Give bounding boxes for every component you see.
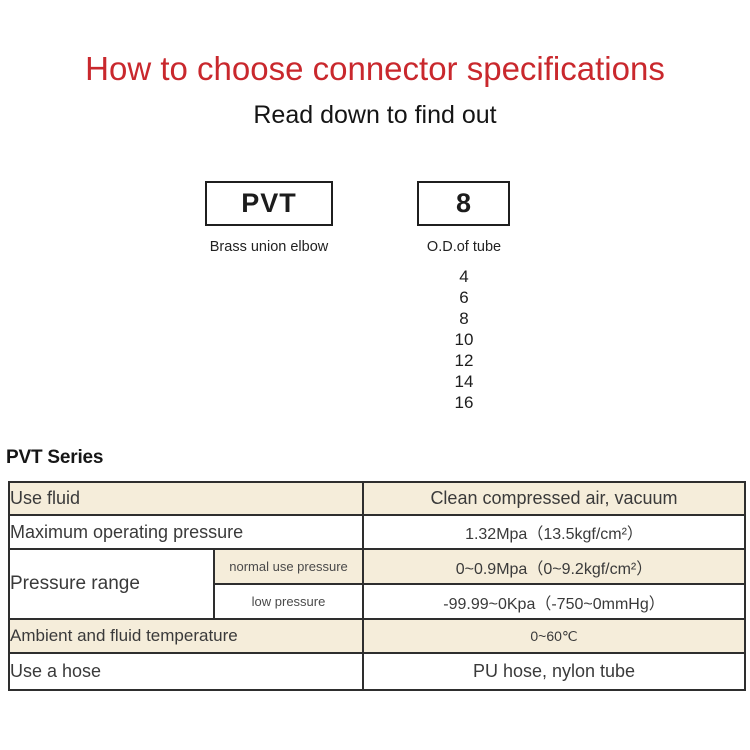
tube-size-option: 4 bbox=[459, 267, 469, 286]
table-row: low pressure -99.99~0Kpa（-750~0mmHg） bbox=[9, 583, 746, 620]
tube-size-option: 16 bbox=[454, 393, 474, 412]
spec-label-max-pressure: Maximum operating pressure bbox=[8, 514, 364, 550]
spec-value-temperature: 0~60℃ bbox=[362, 618, 746, 654]
tube-size-code-box: 8 bbox=[417, 181, 510, 226]
table-row: Maximum operating pressure 1.32Mpa（13.5k… bbox=[8, 514, 746, 550]
spec-label-temperature: Ambient and fluid temperature bbox=[8, 618, 364, 654]
tube-size-option: 12 bbox=[454, 351, 474, 370]
model-box-label: Brass union elbow bbox=[209, 239, 329, 255]
table-row: Pressure range normal use pressure 0~0.9… bbox=[8, 548, 746, 620]
tube-size-code: 8 bbox=[455, 188, 472, 218]
spec-sublabel-normal-pressure: normal use pressure bbox=[213, 548, 364, 585]
tube-size-option: 14 bbox=[454, 372, 474, 391]
spec-value-use-fluid: Clean compressed air, vacuum bbox=[362, 481, 746, 516]
spec-value-max-pressure: 1.32Mpa（13.5kgf/cm²） bbox=[362, 514, 746, 550]
spec-value-low-pressure: -99.99~0Kpa（-750~0mmHg） bbox=[362, 583, 746, 620]
tube-size-option: 8 bbox=[459, 309, 469, 328]
tube-size-options-list: 4 6 8 10 12 14 16 bbox=[389, 266, 539, 413]
model-code-box: PVT bbox=[205, 181, 333, 226]
series-heading: PVT Series bbox=[6, 447, 104, 468]
spec-sublabel-low-pressure: low pressure bbox=[213, 583, 364, 620]
table-row: Use a hose PU hose, nylon tube bbox=[8, 652, 746, 691]
specifications-table: Use fluid Clean compressed air, vacuum M… bbox=[8, 481, 746, 691]
spec-label-use-fluid: Use fluid bbox=[8, 481, 364, 516]
tube-size-option: 10 bbox=[454, 330, 474, 349]
page-title: How to choose connector specifications bbox=[85, 50, 665, 87]
spec-label-pressure-range: Pressure range bbox=[8, 548, 215, 620]
page-subtitle: Read down to find out bbox=[253, 101, 497, 129]
spec-label-hose: Use a hose bbox=[8, 652, 364, 691]
spec-value-hose: PU hose, nylon tube bbox=[362, 652, 746, 691]
tube-size-box-label: O.D.of tube bbox=[426, 239, 502, 255]
spec-value-normal-pressure: 0~0.9Mpa（0~9.2kgf/cm²） bbox=[362, 548, 746, 585]
table-row: Ambient and fluid temperature 0~60℃ bbox=[8, 618, 746, 654]
table-row: Use fluid Clean compressed air, vacuum bbox=[8, 481, 746, 516]
tube-size-option: 6 bbox=[459, 288, 469, 307]
model-code: PVT bbox=[241, 188, 297, 218]
